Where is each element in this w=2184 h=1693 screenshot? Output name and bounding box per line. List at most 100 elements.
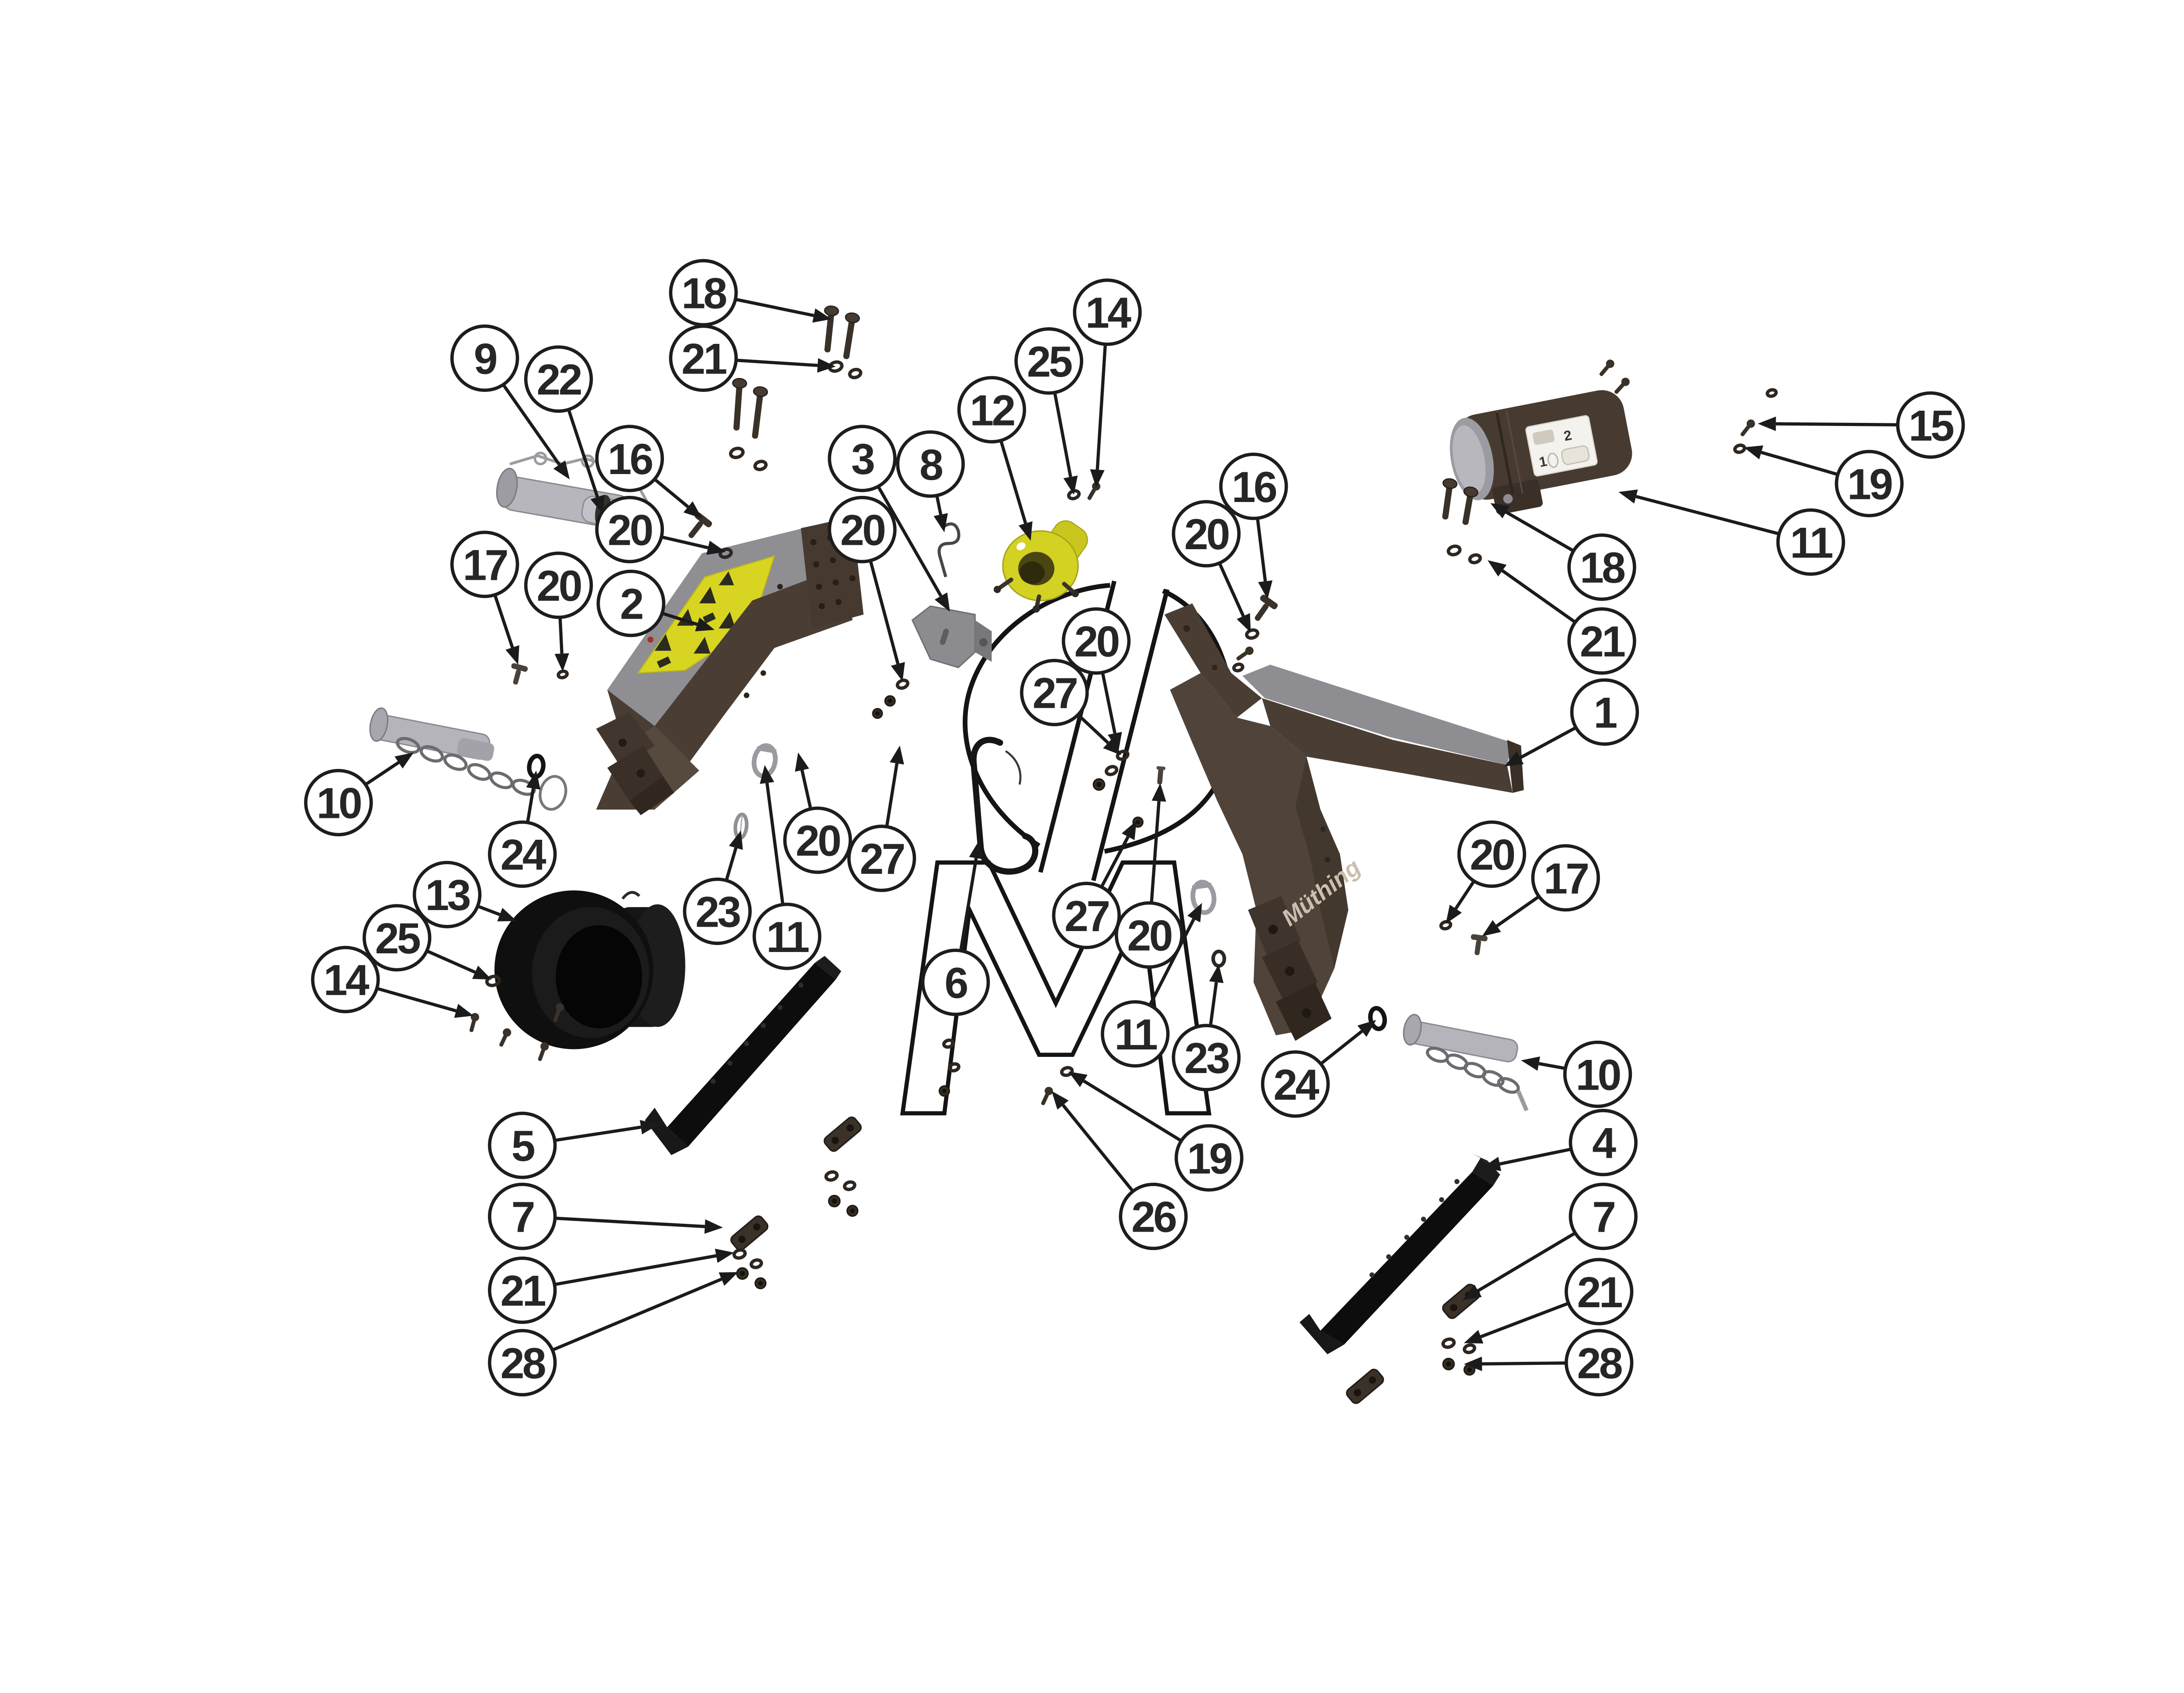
callout-circle[interactable]	[304, 769, 373, 837]
callout-circle[interactable]	[311, 945, 380, 1014]
callout-23[interactable]: 23	[683, 830, 752, 945]
callout-20[interactable]: 20	[1445, 820, 1526, 924]
callout-25[interactable]: 25	[363, 904, 492, 980]
callout-circle[interactable]	[921, 949, 990, 1016]
callout-11[interactable]: 11	[1618, 489, 1845, 576]
callout-10[interactable]: 10	[304, 752, 414, 837]
callout-27[interactable]: 27	[847, 745, 916, 892]
callout-20[interactable]: 20	[828, 495, 905, 682]
callout-18[interactable]: 18	[1490, 503, 1636, 601]
callout-circle[interactable]	[1896, 391, 1965, 459]
callout-circle[interactable]	[1569, 1108, 1638, 1177]
callout-17[interactable]: 17	[450, 530, 519, 665]
callout-circle[interactable]	[1261, 1050, 1330, 1118]
callout-circle[interactable]	[752, 903, 822, 970]
callout-circle[interactable]	[450, 324, 519, 392]
callout-circle[interactable]	[596, 569, 666, 637]
callout-28[interactable]: 28	[1464, 1329, 1634, 1397]
callout-circle[interactable]	[1564, 1258, 1634, 1326]
callout-21[interactable]: 21	[1464, 1258, 1634, 1344]
callout-circle[interactable]	[1052, 882, 1121, 949]
callout-8[interactable]: 8	[896, 430, 965, 533]
callout-circle[interactable]	[1567, 533, 1636, 601]
callout-2[interactable]: 2	[596, 569, 715, 637]
callout-27[interactable]: 27	[1052, 821, 1137, 949]
callout-18[interactable]: 18	[669, 259, 832, 327]
callout-circle[interactable]	[1073, 278, 1142, 346]
callout-circle[interactable]	[957, 376, 1026, 443]
callout-16[interactable]: 16	[1219, 453, 1288, 599]
callout-circle[interactable]	[1564, 1329, 1634, 1397]
callout-11[interactable]: 11	[1101, 903, 1202, 1068]
callout-11[interactable]: 11	[752, 765, 822, 970]
callout-20[interactable]: 20	[595, 495, 726, 564]
callout-circle[interactable]	[828, 495, 897, 564]
callout-circle[interactable]	[1171, 1024, 1241, 1091]
callout-10[interactable]: 10	[1521, 1040, 1632, 1108]
callout-circle[interactable]	[1014, 327, 1083, 395]
callout-circle[interactable]	[488, 1256, 557, 1324]
callout-circle[interactable]	[1570, 678, 1639, 746]
callout-14[interactable]: 14	[1073, 278, 1142, 488]
callout-circle[interactable]	[847, 824, 916, 892]
callout-circle[interactable]	[783, 806, 852, 874]
callout-circle[interactable]	[1175, 1124, 1244, 1192]
callout-circle[interactable]	[363, 904, 432, 972]
callout-25[interactable]: 25	[1014, 327, 1083, 495]
callout-circle[interactable]	[488, 1182, 557, 1250]
callout-7[interactable]: 7	[1462, 1182, 1638, 1300]
callout-circle[interactable]	[450, 530, 519, 598]
callout-13[interactable]: 13	[412, 861, 517, 928]
callout-19[interactable]: 19	[1068, 1071, 1244, 1192]
callout-circle[interactable]	[683, 877, 752, 945]
callout-1[interactable]: 1	[1504, 678, 1639, 767]
callout-16[interactable]: 16	[595, 425, 702, 519]
callout-circle[interactable]	[595, 425, 664, 492]
callout-circle[interactable]	[1569, 1182, 1638, 1250]
callout-circle[interactable]	[1567, 607, 1636, 675]
callout-7[interactable]: 7	[488, 1182, 723, 1250]
callout-circle[interactable]	[1101, 1000, 1170, 1068]
callout-circle[interactable]	[669, 324, 738, 392]
callout-circle[interactable]	[524, 345, 593, 413]
callout-4[interactable]: 4	[1482, 1108, 1638, 1177]
callout-24[interactable]: 24	[1261, 1020, 1376, 1118]
callout-14[interactable]: 14	[311, 945, 474, 1018]
callout-22[interactable]: 22	[524, 345, 605, 514]
callout-circle[interactable]	[488, 1329, 557, 1397]
callout-circle[interactable]	[1114, 901, 1184, 969]
callout-circle[interactable]	[1219, 453, 1288, 520]
callout-5[interactable]: 5	[488, 1111, 659, 1179]
callout-circle[interactable]	[1835, 450, 1904, 517]
callout-20[interactable]: 20	[1061, 607, 1131, 751]
callout-circle[interactable]	[488, 820, 557, 888]
callout-circle[interactable]	[1061, 607, 1131, 675]
callout-circle[interactable]	[595, 495, 664, 564]
callout-6[interactable]: 6	[921, 840, 990, 1016]
callout-circle[interactable]	[1171, 500, 1241, 568]
callout-3[interactable]: 3	[828, 425, 950, 612]
callout-circle[interactable]	[1531, 844, 1600, 912]
callout-circle[interactable]	[1563, 1040, 1632, 1108]
callout-27[interactable]: 27	[1020, 658, 1121, 755]
callout-19[interactable]: 19	[1744, 445, 1904, 517]
callout-28[interactable]: 28	[488, 1272, 739, 1397]
callout-9[interactable]: 9	[450, 324, 570, 480]
callout-circle[interactable]	[524, 551, 593, 619]
callout-circle[interactable]	[1119, 1182, 1188, 1250]
callout-21[interactable]: 21	[669, 324, 836, 392]
callout-circle[interactable]	[412, 861, 482, 928]
callout-circle[interactable]	[1457, 820, 1526, 888]
callout-15[interactable]: 15	[1758, 391, 1965, 459]
callout-21[interactable]: 21	[488, 1248, 734, 1324]
callout-17[interactable]: 17	[1482, 844, 1600, 937]
callout-21[interactable]: 21	[1487, 560, 1636, 675]
callout-circle[interactable]	[488, 1111, 557, 1179]
callout-circle[interactable]	[896, 430, 965, 498]
callout-24[interactable]: 24	[488, 770, 557, 888]
callout-20[interactable]: 20	[524, 551, 593, 672]
callout-circle[interactable]	[1020, 658, 1089, 727]
callout-26[interactable]: 26	[1051, 1091, 1188, 1250]
callout-12[interactable]: 12	[957, 376, 1033, 541]
callout-circle[interactable]	[1776, 508, 1845, 576]
